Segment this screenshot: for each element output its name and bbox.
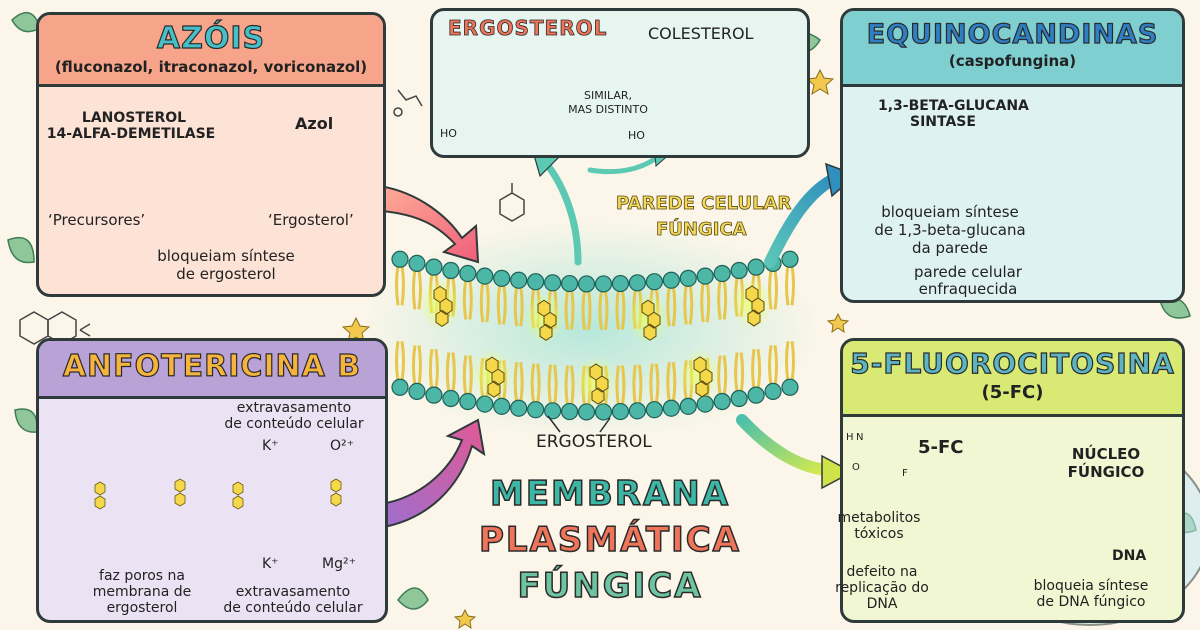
anfo-panel: ANFOTERICINA B [36, 338, 388, 623]
equino-effect-line2: de 1,3-beta-glucana [874, 221, 1026, 239]
fluoro-header: 5-FLUOROCITOSINA (5-FC) [843, 341, 1182, 417]
arrow-membrane-to-compare [541, 158, 582, 266]
molecule-doodles [19, 89, 525, 345]
fluoro-effect-line2: de DNA fúngico [1036, 594, 1146, 610]
equino-enzyme-line1: 1,3-BETA-GLUCANA [878, 98, 1029, 114]
compare-note-line2: MAS DISTINTO [568, 103, 648, 116]
compare-panel [430, 8, 810, 158]
cell-wall-label-line2: FÚNGICA [656, 219, 747, 240]
anfo-ion-k-bottom: K⁺ [262, 556, 279, 572]
equino-enzyme-line2: SINTASE [910, 114, 976, 130]
compare-note-line1: SIMILAR, [583, 89, 632, 102]
flucytosine-atom-o: O [852, 462, 860, 473]
equino-effect-line1: bloqueiam síntese [881, 203, 1019, 221]
arrow-anfo-to-membrane [372, 418, 486, 530]
fluoro-panel: 5-FLUOROCITOSINA (5-FC) [840, 338, 1185, 623]
equino-result-line2: enfraquecida [918, 280, 1018, 298]
arrow-membrane-to-fluoro [736, 414, 834, 476]
fluoro-nucleus-line1: NÚCLEO [1071, 445, 1141, 463]
azois-precursor-label: ‘Precursores’ [48, 211, 146, 229]
arrow-azois-to-membrane [366, 183, 480, 264]
fluoro-subtitle: (5-FC) [981, 382, 1044, 403]
fluoro-metab-line2: tóxicos [854, 526, 904, 542]
equino-effect-line3: da parede [911, 239, 988, 257]
fluoro-metab-line1: metabolitos [837, 510, 921, 526]
cell-wall-label-line1: PAREDE CELULAR [616, 193, 792, 214]
fluoro-defect-line1: defeito na [846, 564, 918, 580]
anfo-leak-top-line1: extravasamento [236, 400, 352, 416]
main-title-line2: PLASMÁTICA [478, 519, 741, 561]
anfo-ion-mg: Mg²⁺ [322, 556, 356, 572]
anfo-header: ANFOTERICINA B [39, 341, 385, 399]
azois-effect-line2: de ergosterol [176, 265, 276, 283]
equino-result-line1: parede celular [914, 263, 1022, 281]
azois-drug-label: Azol [295, 114, 334, 133]
azois-enzyme-line2: 14-ALFA-DEMETILASE [46, 126, 216, 142]
azois-enzyme-line1: LANOSTEROL [81, 110, 187, 126]
flucytosine-atom-f: F [902, 468, 908, 479]
ergosterol-center-label: ERGOSTEROL [536, 432, 652, 452]
fluoro-dna-label: DNA [1112, 548, 1147, 564]
anfo-leak-bottom-line2: de conteúdo celular [223, 600, 363, 616]
lipid-bilayer [391, 250, 799, 421]
anfo-leak-top-line2: de conteúdo celular [224, 416, 364, 432]
azois-product-label: ‘Ergosterol’ [268, 211, 354, 229]
anfo-pores-line2: membrana de [92, 584, 192, 600]
azois-header: AZÓIS (fluconazol, itraconazol, voricona… [39, 15, 383, 87]
anfo-ion-k-top: K⁺ [262, 438, 279, 454]
fluoro-title: 5-FLUOROCITOSINA [850, 346, 1175, 380]
colesterol-oh-label: HO [628, 129, 645, 142]
anfo-ion-o: O²⁺ [330, 438, 355, 454]
anfo-leak-bottom-line1: extravasamento [235, 584, 351, 600]
flucytosine-atom-n1: N [856, 432, 864, 443]
compare-right-title: COLESTEROL [648, 24, 754, 43]
azois-title: AZÓIS [156, 20, 266, 56]
arrow-membrane-to-equino [764, 172, 842, 268]
anfo-pores-line1: faz poros na [99, 568, 185, 584]
compare-left-title: ERGOSTEROL [448, 16, 608, 40]
ergosterol-pointer [547, 415, 611, 433]
anfo-title: ANFOTERICINA B [62, 348, 362, 384]
azois-subtitle: (fluconazol, itraconazol, voriconazol) [54, 58, 368, 76]
fluoro-effect-line1: bloqueia síntese [1033, 578, 1149, 594]
equino-panel: EQUINOCANDINAS (caspofungina) [840, 8, 1185, 303]
flucytosine-atom-h: H [846, 432, 854, 443]
fluoro-defect-line3: DNA [866, 596, 898, 612]
equino-header: EQUINOCANDINAS (caspofungina) [843, 11, 1182, 87]
azois-panel: AZÓIS (fluconazol, itraconazol, voricona… [36, 12, 386, 297]
azois-effect-line1: bloqueiam síntese [157, 247, 295, 265]
ergosterol-oh-label: HO [440, 127, 457, 140]
fluoro-defect-line2: replicação do [835, 580, 929, 596]
main-title-line3: FÚNGICA [517, 565, 703, 607]
equino-subtitle: (caspofungina) [948, 52, 1077, 70]
fluoro-nucleus-line2: FÚNGICO [1067, 463, 1145, 481]
equino-title: EQUINOCANDINAS [866, 18, 1159, 50]
main-title-line1: MEMBRANA [489, 473, 731, 515]
fluoro-drug-label: 5-FC [918, 437, 964, 458]
anfo-pores-line3: ergosterol [106, 600, 178, 616]
